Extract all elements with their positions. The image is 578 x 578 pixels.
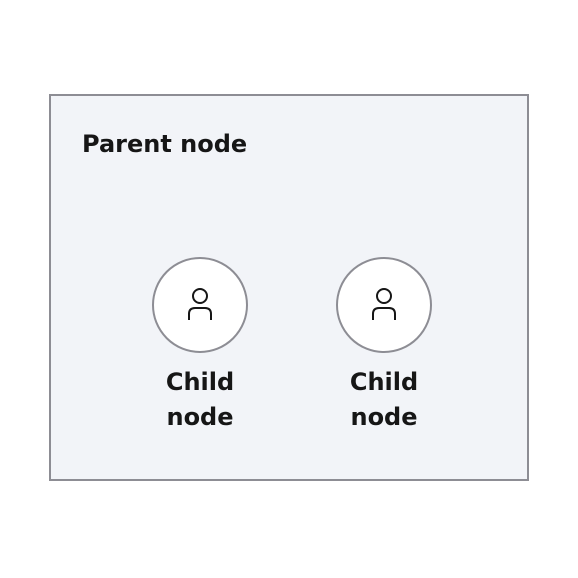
user-icon — [372, 288, 396, 320]
parent-node-title: Parent node — [82, 130, 248, 158]
child-node-label: Child node — [165, 368, 235, 431]
child-node-2[interactable]: Child node — [314, 257, 454, 435]
child-node-circle[interactable] — [152, 257, 248, 353]
child-node-circle[interactable] — [336, 257, 432, 353]
child-node-1[interactable]: Child node — [130, 257, 270, 435]
user-icon — [188, 288, 212, 320]
child-node-label: Child node — [349, 368, 419, 431]
parent-node[interactable]: Parent node Child node Child node — [49, 94, 529, 481]
